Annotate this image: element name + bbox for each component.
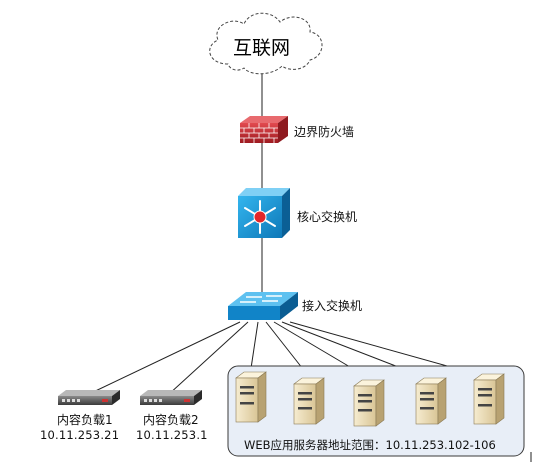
- internet-label: 互联网: [233, 37, 291, 59]
- link-access-lb1: [86, 321, 241, 396]
- connections: [86, 72, 491, 396]
- lb1-label: 内容负载1: [57, 413, 113, 427]
- lb2-ip: 10.11.253.1: [136, 428, 208, 442]
- core-switch-label: 核心交换机: [297, 210, 358, 224]
- core-switch-icon: [238, 188, 290, 238]
- internet-cloud-icon: [209, 12, 323, 75]
- web-server-1-icon: [235, 371, 267, 423]
- access-switch-label: 接入交换机: [302, 299, 363, 313]
- load-balancer-2-icon: [140, 390, 202, 405]
- web-server-5-icon: [473, 373, 505, 425]
- link-access-lb2: [167, 321, 249, 396]
- web-server-3-icon: [353, 379, 385, 427]
- load-balancer-1-icon: [58, 390, 120, 405]
- firewall-label: 边界防火墙: [294, 125, 355, 139]
- access-switch-icon: [228, 292, 298, 320]
- firewall-icon: [240, 116, 288, 143]
- lb2-label: 内容负载2: [143, 413, 199, 427]
- web-servers-label: WEB应用服务器地址范围：10.11.253.102-106: [244, 438, 496, 452]
- web-server-4-icon: [415, 377, 447, 425]
- web-server-2-icon: [293, 377, 325, 425]
- lb1-ip: 10.11.253.21: [40, 428, 120, 442]
